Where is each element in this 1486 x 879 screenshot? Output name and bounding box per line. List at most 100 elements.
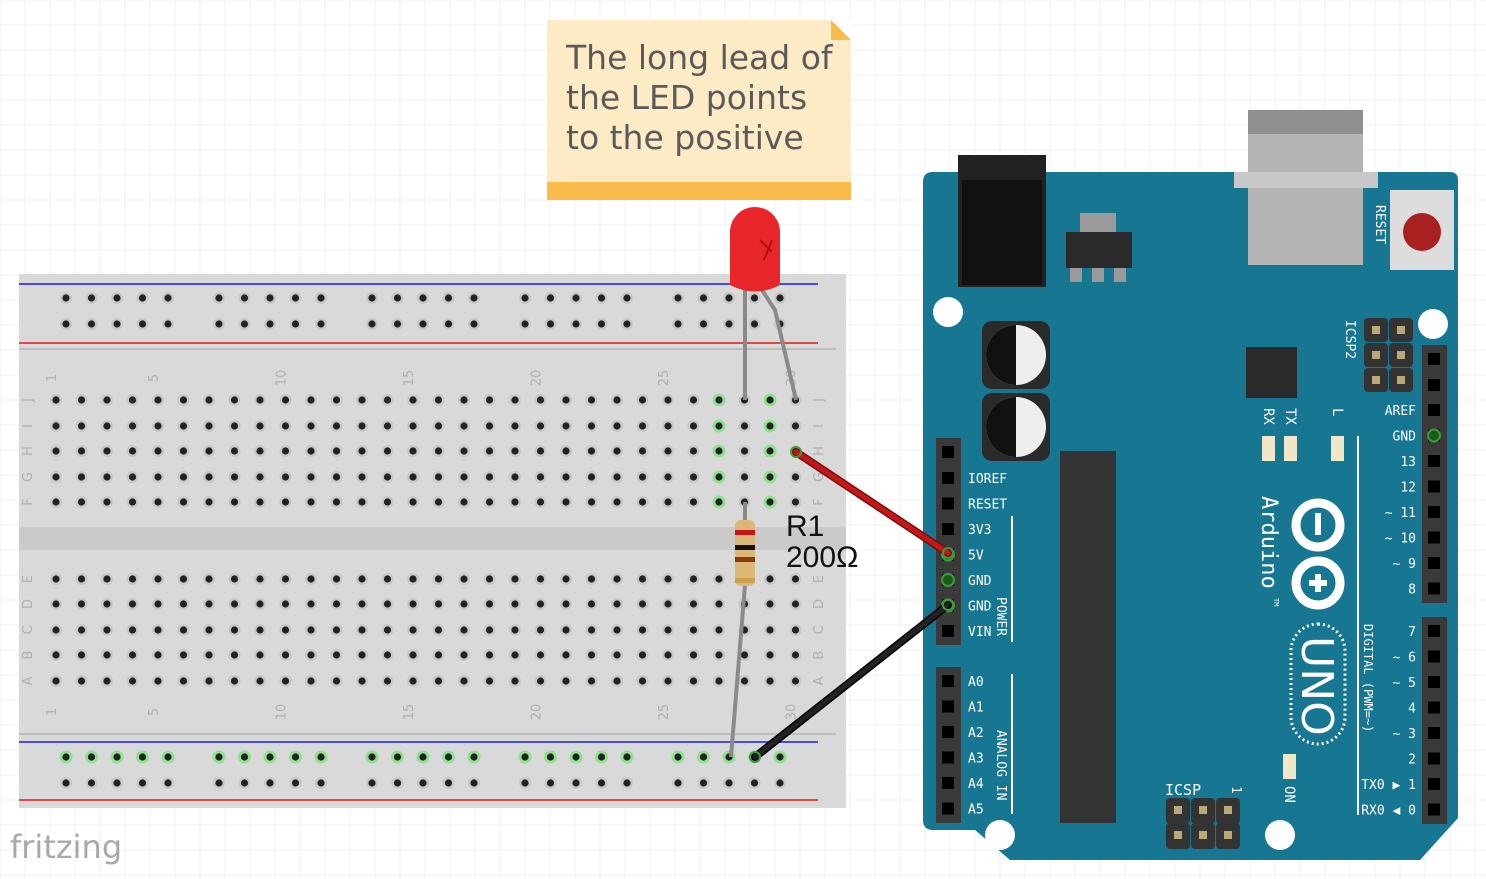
breadboard-hole[interactable]: [740, 677, 749, 685]
breadboard-hole[interactable]: [205, 473, 213, 481]
breadboard-hole[interactable]: [128, 651, 137, 659]
breadboard-hole[interactable]: [485, 447, 494, 455]
breadboard-hole[interactable]: [587, 651, 596, 659]
header-pin[interactable]: [1428, 531, 1440, 544]
rail-hole[interactable]: [419, 320, 427, 328]
breadboard-hole[interactable]: [460, 396, 468, 404]
breadboard-hole[interactable]: [281, 626, 290, 634]
breadboard-hole[interactable]: [536, 600, 545, 608]
breadboard-hole[interactable]: [281, 575, 290, 583]
breadboard-hole[interactable]: [434, 396, 443, 404]
breadboard-hole[interactable]: [103, 651, 111, 659]
breadboard-hole[interactable]: [485, 626, 494, 634]
breadboard-hole[interactable]: [307, 651, 315, 659]
rail-hole[interactable]: [393, 294, 402, 302]
breadboard-hole[interactable]: [307, 575, 315, 583]
rail-hole[interactable]: [62, 753, 70, 761]
breadboard-hole[interactable]: [664, 626, 672, 634]
breadboard-hole[interactable]: [332, 473, 341, 481]
breadboard-hole[interactable]: [383, 422, 392, 430]
breadboard-hole[interactable]: [256, 575, 264, 583]
rail-hole[interactable]: [699, 779, 708, 787]
rail-hole[interactable]: [725, 294, 733, 302]
breadboard-hole[interactable]: [791, 677, 800, 685]
rail-hole[interactable]: [444, 753, 453, 761]
breadboard-hole[interactable]: [103, 575, 111, 583]
header-pin[interactable]: [1428, 455, 1440, 467]
breadboard-hole[interactable]: [307, 498, 315, 506]
rail-hole[interactable]: [623, 753, 631, 761]
rail-hole[interactable]: [113, 753, 121, 761]
header-pin-reset[interactable]: [942, 497, 954, 510]
breadboard-hole[interactable]: [689, 498, 698, 506]
breadboard-hole[interactable]: [230, 498, 239, 506]
rail-hole[interactable]: [750, 779, 759, 787]
header-pin[interactable]: [1428, 676, 1440, 688]
breadboard-hole[interactable]: [613, 396, 621, 404]
rail-hole[interactable]: [674, 320, 682, 328]
rail-hole[interactable]: [240, 320, 249, 328]
rail-hole[interactable]: [113, 320, 121, 328]
rail-hole[interactable]: [164, 320, 172, 328]
breadboard-hole[interactable]: [332, 422, 341, 430]
breadboard-hole[interactable]: [766, 447, 774, 455]
breadboard-hole[interactable]: [332, 498, 341, 506]
breadboard-hole[interactable]: [664, 498, 672, 506]
breadboard-hole[interactable]: [383, 396, 392, 404]
header-pin-ioref[interactable]: [942, 472, 954, 484]
breadboard-hole[interactable]: [128, 600, 137, 608]
breadboard-hole[interactable]: [536, 422, 545, 430]
breadboard-hole[interactable]: [766, 473, 774, 481]
breadboard-hole[interactable]: [179, 396, 188, 404]
breadboard-hole[interactable]: [766, 677, 774, 685]
breadboard-hole[interactable]: [434, 447, 443, 455]
breadboard-hole[interactable]: [434, 626, 443, 634]
breadboard-hole[interactable]: [332, 447, 341, 455]
breadboard-hole[interactable]: [485, 473, 494, 481]
breadboard-hole[interactable]: [256, 626, 264, 634]
breadboard-hole[interactable]: [383, 677, 392, 685]
breadboard-hole[interactable]: [715, 498, 723, 506]
breadboard-hole[interactable]: [281, 600, 290, 608]
breadboard-hole[interactable]: [52, 651, 60, 659]
breadboard-hole[interactable]: [358, 677, 366, 685]
breadboard-hole[interactable]: [562, 498, 570, 506]
breadboard-hole[interactable]: [689, 600, 698, 608]
breadboard-hole[interactable]: [205, 498, 213, 506]
rail-hole[interactable]: [470, 779, 478, 787]
breadboard-hole[interactable]: [409, 447, 417, 455]
rail-hole[interactable]: [776, 294, 784, 302]
breadboard-hole[interactable]: [664, 600, 672, 608]
breadboard-hole[interactable]: [358, 626, 366, 634]
breadboard-hole[interactable]: [511, 473, 519, 481]
rail-hole[interactable]: [521, 753, 529, 761]
breadboard-hole[interactable]: [562, 626, 570, 634]
breadboard-hole[interactable]: [511, 447, 519, 455]
breadboard-hole[interactable]: [281, 422, 290, 430]
breadboard-hole[interactable]: [409, 422, 417, 430]
breadboard-hole[interactable]: [205, 651, 213, 659]
breadboard-hole[interactable]: [179, 422, 188, 430]
breadboard-hole[interactable]: [511, 422, 519, 430]
breadboard-hole[interactable]: [536, 651, 545, 659]
breadboard-hole[interactable]: [715, 677, 723, 685]
breadboard-hole[interactable]: [256, 447, 264, 455]
breadboard-hole[interactable]: [179, 651, 188, 659]
breadboard-hole[interactable]: [715, 651, 723, 659]
rail-hole[interactable]: [597, 320, 606, 328]
breadboard-hole[interactable]: [103, 677, 111, 685]
breadboard-hole[interactable]: [205, 447, 213, 455]
rail-hole[interactable]: [444, 320, 453, 328]
breadboard-hole[interactable]: [460, 575, 468, 583]
breadboard-hole[interactable]: [332, 575, 341, 583]
breadboard-hole[interactable]: [409, 626, 417, 634]
breadboard-hole[interactable]: [281, 677, 290, 685]
rail-hole[interactable]: [317, 753, 325, 761]
rail-hole[interactable]: [470, 294, 478, 302]
breadboard-hole[interactable]: [664, 396, 672, 404]
breadboard-hole[interactable]: [766, 651, 774, 659]
breadboard-hole[interactable]: [307, 396, 315, 404]
header-pin-a4[interactable]: [942, 777, 954, 789]
rail-hole[interactable]: [623, 294, 631, 302]
breadboard-hole[interactable]: [358, 498, 366, 506]
